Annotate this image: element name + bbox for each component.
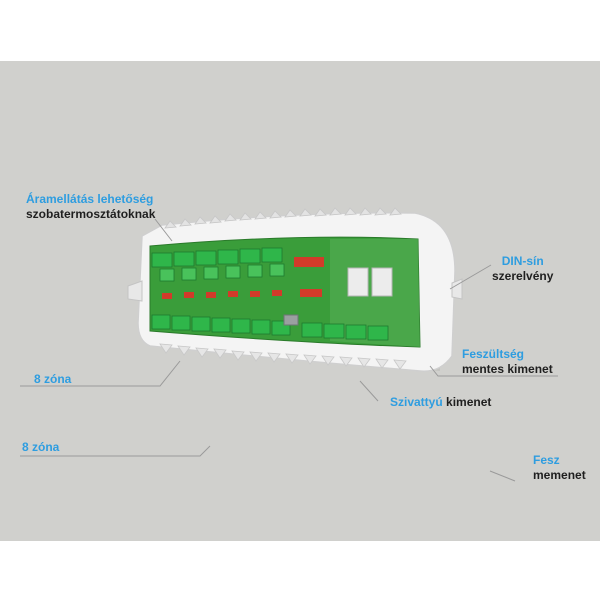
callout-power-supply: Áramellátás lehetőség szobatermosztátokn… [26,192,155,222]
center-connector [283,314,299,326]
leader-partial [489,470,516,482]
callout-din-rail-line1: DIN-sín [501,254,544,268]
callout-partial-line1: Fesz [533,453,560,467]
top-relay-row [159,263,285,282]
leader-lines [20,218,558,482]
callout-partial: Fesz memenet [533,453,593,483]
right-clip [451,278,463,300]
callout-voltage-free-line2: mentes kimenet [462,362,553,376]
red-component-row [162,257,324,299]
leader-zones-top [20,360,181,387]
bottom-terminal-row [151,314,389,341]
power-relays [347,267,393,297]
callout-power-supply-line1: Áramellátás lehetőség [26,192,154,206]
leader-power-supply [154,218,173,242]
top-terminal-row [151,247,283,268]
callout-zones-top: 8 zóna [34,372,71,387]
callout-voltage-free: Feszültség mentes kimenet [462,347,553,377]
callout-pump-part1: Szivattyú [390,395,443,409]
leader-voltage-free [429,365,558,377]
callout-zones-bottom-text: 8 zóna [22,440,60,454]
callout-pump-part2: kimenet [446,395,492,409]
callout-zones-top-text: 8 zóna [34,372,72,386]
callout-voltage-free-line1: Feszültség [462,347,525,361]
callout-partial-line2: memenet [533,468,586,482]
housing-bottom-ridges [159,343,407,370]
leader-zones-bottom [20,445,211,457]
callout-din-rail-line2: szerelvény [492,269,554,283]
callout-zones-bottom: 8 zóna [22,440,59,455]
callout-din-rail: DIN-sín szerelvény [492,254,553,284]
leader-din-rail [449,264,492,290]
callout-pump: Szivattyú kimenet [390,395,491,410]
left-clip [127,280,143,302]
housing-top-ridges [164,207,402,229]
product-stage: Áramellátás lehetőség szobatermosztátokn… [0,61,600,541]
callout-power-supply-line2: szobatermosztátoknak [26,207,156,221]
controller-illustration [20,207,558,482]
leader-pump [359,380,379,402]
